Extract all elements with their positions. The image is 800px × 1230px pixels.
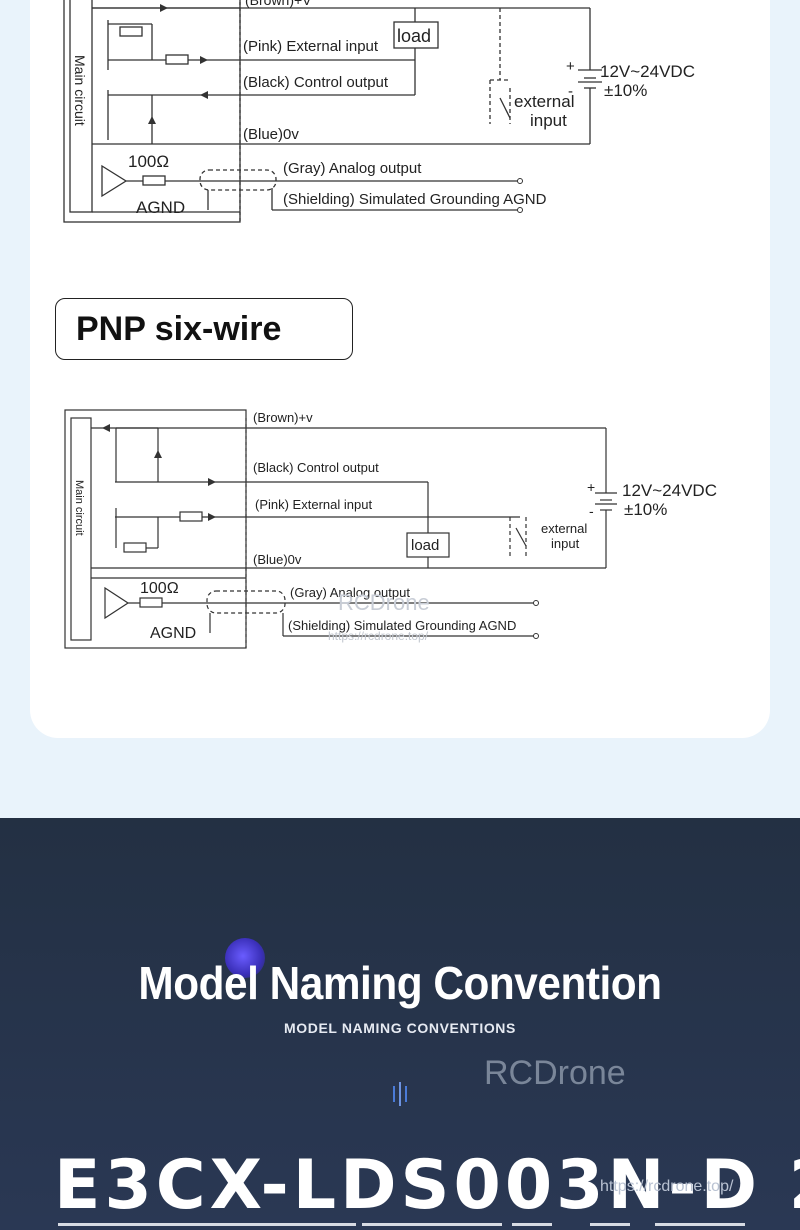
- pnp-black-label: (Black) Control output: [253, 460, 379, 475]
- npn-external-label: external: [514, 92, 574, 111]
- npn-wiring-diagram: (Brown)+V (Pink) External input (Black) …: [63, 0, 695, 223]
- pnp-resistor-label: 100Ω: [140, 580, 179, 597]
- npn-agnd-label: AGND: [136, 198, 185, 217]
- pnp-gray-label: (Gray) Analog output: [290, 585, 410, 600]
- model-segment-underline: [512, 1223, 552, 1226]
- npn-brown-label: (Brown)+V: [245, 0, 312, 8]
- model-segment-underline: [655, 1223, 745, 1226]
- npn-main-circuit-label: Main circuit: [72, 55, 88, 126]
- bars-icon: [393, 1082, 407, 1106]
- npn-voltage-label: 12V~24VDC: [600, 62, 695, 81]
- npn-minus-label: -: [568, 83, 573, 100]
- glow-dot-decoration: [225, 938, 265, 978]
- naming-title: Model Naming Convention: [138, 957, 662, 1009]
- npn-shield-label: (Shielding) Simulated Grounding AGND: [283, 191, 547, 208]
- pnp-watermark-url: https://rcdrone.top/: [328, 629, 429, 643]
- npn-blue-label: (Blue)0v: [243, 126, 299, 143]
- pnp-wiring-diagram: (Brown)+v (Black) Control output (Pink) …: [64, 409, 717, 649]
- npn-plus-label: +: [566, 58, 575, 75]
- model-segment-underline: [58, 1223, 356, 1226]
- naming-watermark-url: https://rcdrone.top/: [600, 1178, 734, 1195]
- npn-black-label: (Black) Control output: [243, 74, 389, 91]
- naming-watermark: RCDrone: [484, 1054, 626, 1092]
- pnp-pink-label: (Pink) External input: [255, 497, 372, 512]
- naming-section: Model Naming Convention MODEL NAMING CON…: [0, 818, 800, 1230]
- naming-subtitle: MODEL NAMING CONVENTIONS: [284, 1020, 516, 1036]
- pnp-watermark: RCDrone: [338, 590, 430, 615]
- npn-gray-label: (Gray) Analog output: [283, 160, 422, 177]
- pnp-plus-label: +: [587, 479, 595, 495]
- pnp-blue-label: (Blue)0v: [253, 552, 302, 567]
- pnp-agnd-label: AGND: [150, 625, 196, 642]
- pnp-tolerance-label: ±10%: [624, 500, 667, 519]
- model-segment-underline: [590, 1223, 630, 1226]
- pnp-load-label: load: [411, 537, 439, 554]
- pnp-input-label: input: [551, 536, 580, 551]
- pnp-section-title-text: PNP six-wire: [76, 309, 282, 348]
- pnp-main-circuit-label: Main circuit: [73, 480, 85, 536]
- pnp-voltage-label: 12V~24VDC: [622, 481, 717, 500]
- npn-input-label: input: [530, 111, 567, 130]
- npn-resistor-label: 100Ω: [128, 152, 169, 171]
- model-code: E3CX-LDS003N-D 2M: [54, 1146, 800, 1225]
- model-segment-underline: [362, 1223, 502, 1226]
- pnp-external-label: external: [541, 521, 587, 536]
- npn-load-label: load: [397, 26, 431, 46]
- pnp-brown-label: (Brown)+v: [253, 410, 313, 425]
- pnp-shield-label: (Shielding) Simulated Grounding AGND: [288, 618, 516, 633]
- wiring-section: (Brown)+V (Pink) External input (Black) …: [30, 0, 770, 738]
- pnp-minus-label: -: [589, 503, 594, 519]
- npn-tolerance-label: ±10%: [604, 81, 647, 100]
- npn-pink-label: (Pink) External input: [243, 38, 379, 55]
- pnp-section-title: PNP six-wire: [55, 298, 353, 360]
